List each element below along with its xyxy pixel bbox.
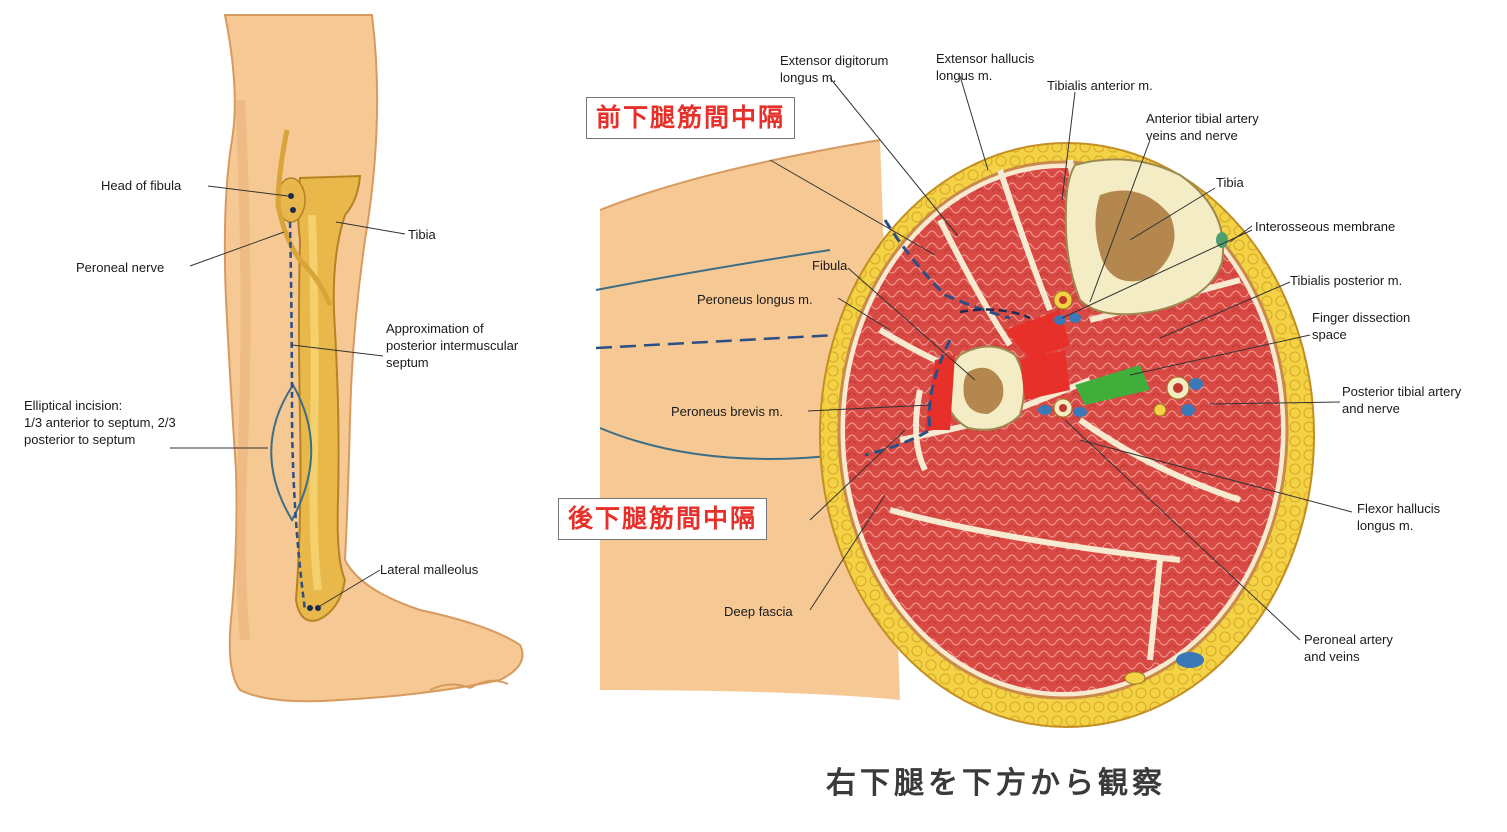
label-peroneus-brevis: Peroneus brevis m. [671,404,783,419]
peroneal-nerve-strand [275,129,333,306]
skin-flap [600,140,900,700]
label-flexor-hallucis: Flexor hallucis longus m. [1357,501,1441,533]
label-interosseous-membrane: Interosseous membrane [1255,219,1396,234]
label-tibia-section: Tibia [1216,175,1244,190]
label-tibialis-posterior: Tibialis posterior m. [1290,273,1403,288]
incision-ellipse [270,383,313,523]
cross-section-figure [595,75,1353,728]
label-anterior-intermuscular-septum: 前下腿筋間中隔 [586,97,796,139]
label-extensor-hallucis: Extensor hallucis longus m. [936,51,1035,83]
label-deep-fascia: Deep fascia [724,604,793,619]
posterior-septum-highlight [925,355,955,430]
label-elliptical-incision: Elliptical incision: 1/3 anterior to sep… [24,398,176,447]
label-head-of-fibula: Head of fibula [101,178,182,193]
label-tibia-leg: Tibia [408,227,436,242]
label-posterior-intermuscular-septum: 後下腿筋間中隔 [558,498,768,540]
anterior-septum-highlight [1005,310,1070,360]
label-extensor-digitorum: Extensor digitorum longus m. [780,53,889,85]
label-peroneal-nerve: Peroneal nerve [76,260,165,275]
label-peroneal-artery: Peroneal artery and veins [1304,632,1393,664]
label-fibula: Fibula [812,258,848,273]
label-posterior-tibial-artery: Posterior tibial artery and nerve [1342,384,1462,416]
label-peroneus-longus: Peroneus longus m. [697,292,813,307]
vessels [1038,232,1228,685]
label-finger-dissection: Finger dissection space [1312,310,1411,342]
label-approx-septum: Approximation of posterior intermuscular… [386,321,519,370]
label-lateral-malleolus: Lateral malleolus [380,562,479,577]
label-tibialis-anterior: Tibialis anterior m. [1047,78,1153,93]
figure-caption: 右下腿を下方から観察 [826,766,1166,801]
label-anterior-tibial-artery: Anterior tibial artery veins and nerve [1146,111,1259,143]
leg-figure [170,14,524,703]
